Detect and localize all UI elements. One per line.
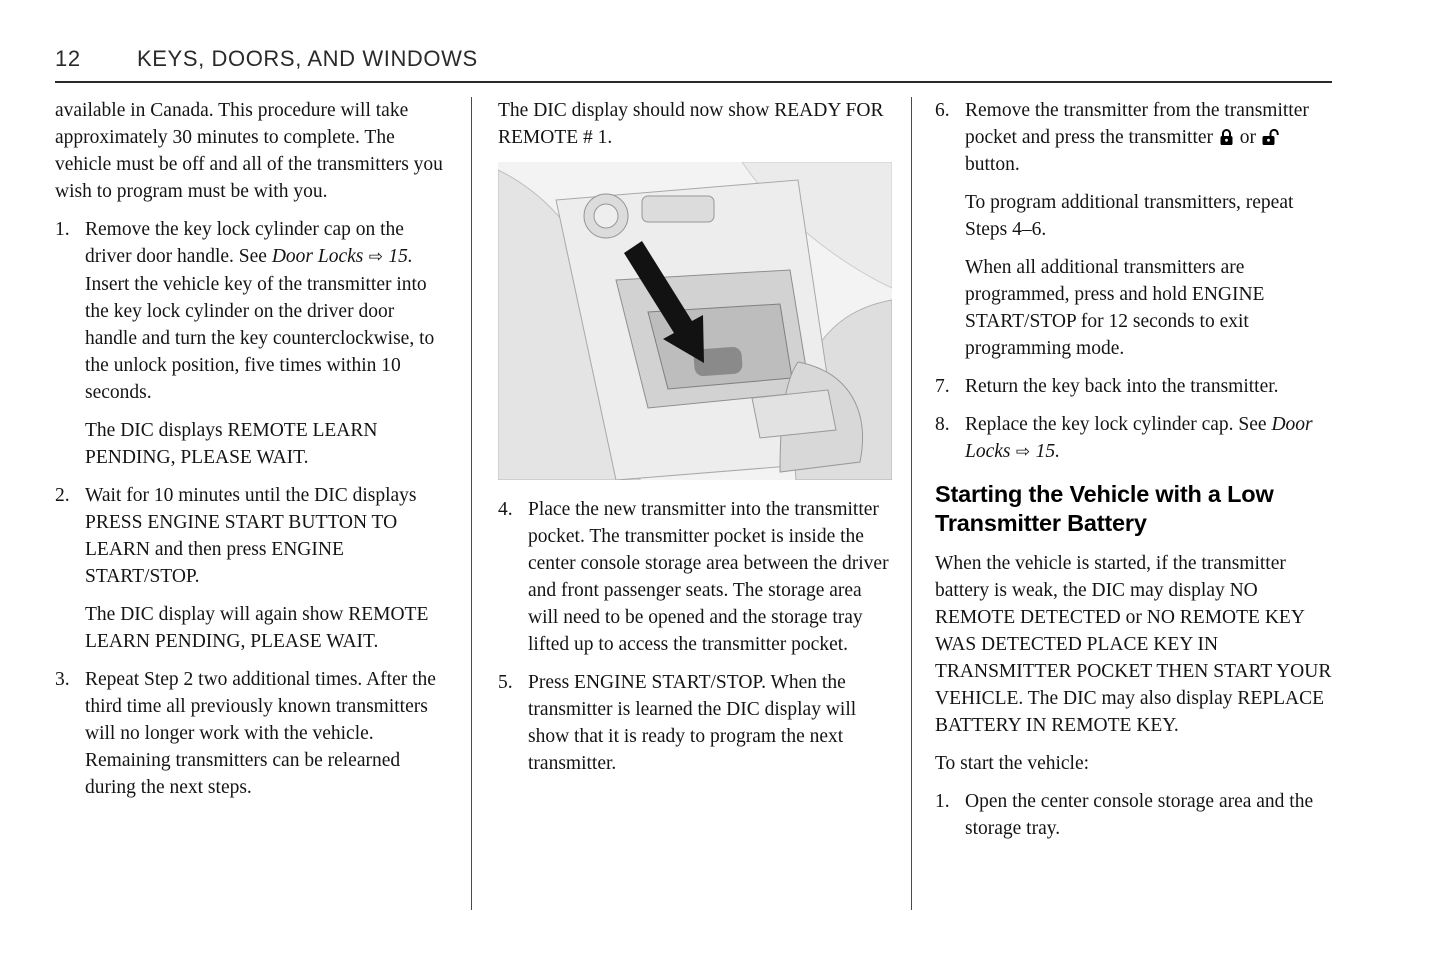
list-item-body: Replace the key lock cylinder cap. See D… (965, 411, 1333, 466)
body-paragraph: When the vehicle is started, if the tran… (935, 553, 1332, 736)
dic-message: The DIC display will again show REMOTE L… (85, 604, 429, 652)
list-number: 2. (55, 485, 70, 506)
list-item-body: Remove the transmitter from the transmit… (965, 97, 1333, 362)
step-text-part: Replace the key lock cylinder cap. See (965, 414, 1272, 435)
list-number: 5. (498, 672, 513, 693)
list-item-body: Press ENGINE START/STOP. When the transm… (528, 669, 892, 777)
list-item-2: 2. Wait for 10 minutes until the DIC dis… (55, 482, 450, 655)
cross-reference-page: 15. (388, 246, 413, 267)
list-number: 7. (935, 376, 950, 397)
pointer-arrow (624, 241, 704, 363)
list-item-body: Wait for 10 minutes until the DIC displa… (85, 482, 450, 655)
step-text: Replace the key lock cylinder cap. See D… (965, 411, 1333, 466)
dic-message: The DIC displays REMOTE LEARN PENDING, P… (85, 420, 378, 468)
step-text: Remove the transmitter from the transmit… (965, 97, 1333, 178)
list-item-7: 7. Return the key back into the transmit… (935, 373, 1333, 400)
list-item-6: 6. Remove the transmitter from the trans… (935, 97, 1333, 362)
cross-reference: Door Locks (965, 414, 1313, 462)
step-text: Press ENGINE START/STOP. When the transm… (528, 672, 857, 774)
lock-icon (1218, 124, 1235, 151)
unlock-icon (1261, 124, 1281, 151)
step-text: Return the key back into the transmitter… (965, 376, 1279, 397)
list-item-body: Return the key back into the transmitter… (965, 373, 1333, 400)
list-item-3: 3. Repeat Step 2 two additional times. A… (55, 666, 450, 801)
list-number: 4. (498, 499, 513, 520)
step-text-part: button. (965, 154, 1020, 175)
column-divider-1 (471, 97, 472, 910)
step-text: Remove the key lock cylinder cap on the … (85, 216, 450, 406)
column-divider-2 (911, 97, 912, 910)
list-item-body: Remove the key lock cylinder cap on the … (85, 216, 450, 471)
dic-message: The DIC display should now show READY FO… (498, 100, 884, 148)
list-item-body: Place the new transmitter into the trans… (528, 496, 892, 658)
step-subtext: When all additional transmitters are pro… (965, 257, 1265, 359)
list-number: 6. (935, 100, 950, 121)
column-3: 6. Remove the transmitter from the trans… (935, 97, 1333, 853)
step-text-part: Remove the key lock cylinder cap on the … (85, 219, 404, 267)
section-heading: Starting the Vehicle with a Low Transmit… (935, 481, 1274, 536)
column-1: available in Canada. This procedure will… (55, 97, 450, 812)
step-text-part: or (1234, 127, 1261, 148)
column-2: The DIC display should now show READY FO… (497, 97, 893, 788)
header-rule (55, 81, 1332, 83)
list-item-body: Open the center console storage area and… (965, 788, 1333, 842)
page-number: 12 (55, 46, 81, 71)
list-item-5: 5. Press ENGINE START/STOP. When the tra… (498, 669, 892, 777)
step-text: Repeat Step 2 two additional times. Afte… (85, 669, 436, 798)
list-number: 8. (935, 414, 950, 435)
chapter-title: KEYS, DOORS, AND WINDOWS (137, 46, 478, 71)
page-header: 12 KEYS, DOORS, AND WINDOWS (55, 46, 1335, 72)
step-text-part: Insert the vehicle key of the transmitte… (85, 274, 435, 403)
cross-reference: Door Locks (271, 246, 364, 267)
list-item-1b: 1. Open the center console storage area … (935, 788, 1333, 842)
list-item-8: 8. Replace the key lock cylinder cap. Se… (935, 411, 1333, 466)
step-text-part: Remove the transmitter from the transmit… (965, 100, 1309, 148)
step-text: Wait for 10 minutes until the DIC displa… (85, 485, 417, 587)
xref-arrow-icon: ⇨ (363, 247, 389, 267)
list-number: 3. (55, 669, 70, 690)
list-number: 1. (55, 219, 70, 240)
xref-arrow-icon: ⇨ (1010, 442, 1036, 462)
list-item-4: 4. Place the new transmitter into the tr… (498, 496, 892, 658)
intro-paragraph: available in Canada. This procedure will… (55, 100, 443, 202)
list-item-body: Repeat Step 2 two additional times. Afte… (85, 666, 450, 801)
console-illustration-svg (497, 161, 893, 481)
console-illustration (497, 161, 893, 481)
step-subtext: To program additional transmitters, repe… (965, 192, 1294, 240)
step-text: Open the center console storage area and… (965, 791, 1314, 839)
step-text: Place the new transmitter into the trans… (528, 499, 889, 655)
list-item-1: 1. Remove the key lock cylinder cap on t… (55, 216, 450, 471)
cross-reference-page: 15. (1035, 441, 1060, 462)
list-number: 1. (935, 791, 950, 812)
body-paragraph: To start the vehicle: (935, 753, 1090, 774)
